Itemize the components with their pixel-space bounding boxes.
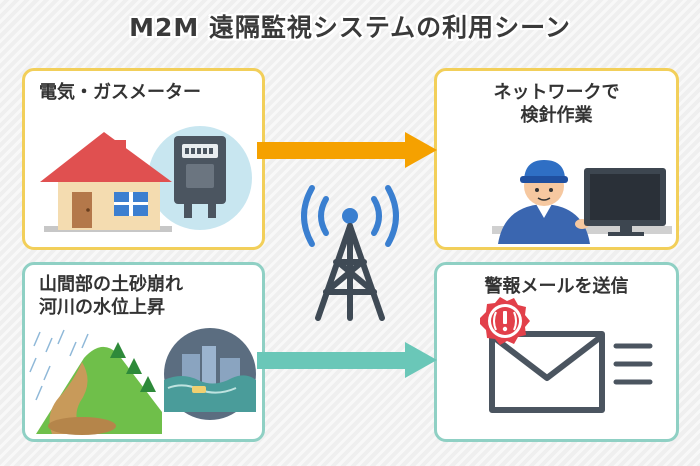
network-card-label-line2: 検針作業: [520, 105, 593, 126]
disaster-card-label-line1: 山間部の土砂崩れ: [39, 274, 183, 295]
speed-lines: [613, 343, 653, 385]
landslide-flood-illustration: [29, 328, 256, 435]
meter-icon: [174, 136, 226, 218]
network-card-label-line1: ネットワークで: [493, 82, 620, 103]
worker-at-computer-illustration: [492, 160, 672, 244]
disaster-card: 山間部の土砂崩れ 河川の水位上昇: [22, 262, 265, 442]
meter-card: 電気・ガスメーター: [22, 68, 265, 250]
page-title: M2M 遠隔監視システムの利用シーン: [129, 13, 571, 42]
alert-email-illustration: [480, 297, 653, 413]
signal-waves-icon: [301, 185, 399, 247]
rain-lines: [29, 329, 89, 401]
disaster-card-label-line2: 河川の水位上昇: [39, 297, 165, 318]
alert-badge-icon: [480, 297, 530, 345]
house-with-meter-illustration: [40, 126, 252, 232]
flooded-town-icon: [164, 328, 256, 420]
network-card: ネットワークで 検針作業: [434, 68, 679, 250]
house-icon: [40, 132, 172, 232]
alert-card: 警報メールを送信: [434, 262, 679, 442]
alert-card-label: 警報メールを送信: [484, 276, 629, 297]
meter-card-label: 電気・ガスメーター: [39, 82, 201, 103]
envelope-icon: [489, 331, 605, 413]
landslide-icon: [36, 342, 162, 435]
